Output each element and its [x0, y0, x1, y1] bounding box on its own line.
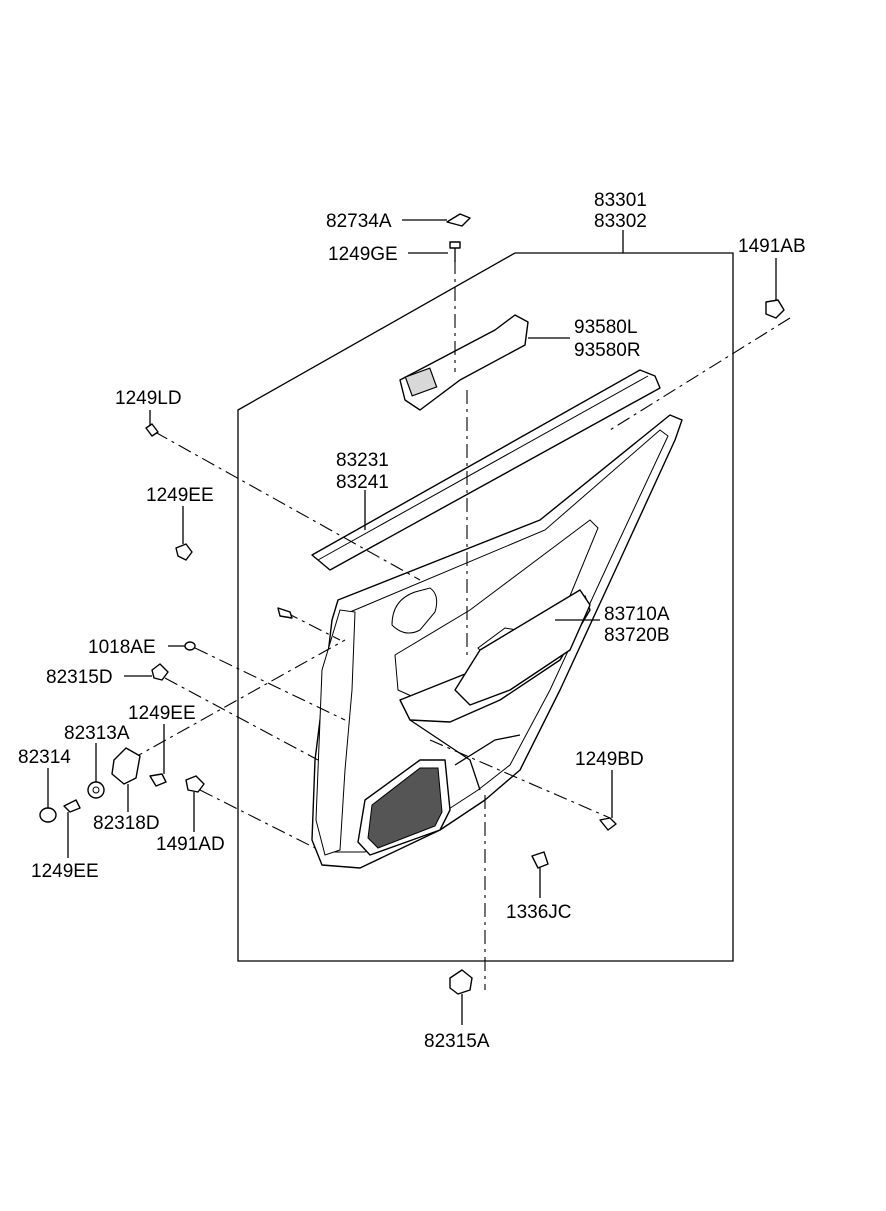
label-93580R: 93580R	[574, 340, 641, 361]
label-82318D: 82318D	[93, 813, 160, 834]
label-82315D: 82315D	[46, 667, 113, 688]
dash-1491AD	[199, 789, 316, 849]
assembly-frame	[237, 252, 734, 962]
label-93580L: 93580L	[574, 317, 637, 338]
label-1336JC: 1336JC	[506, 902, 572, 923]
label-1249GE: 1249GE	[328, 244, 398, 265]
screw-1249BD	[599, 817, 617, 831]
screw-1249EE-bot	[63, 799, 81, 813]
label-83710A: 83710A	[604, 604, 670, 625]
label-1249EE-top: 1249EE	[146, 485, 214, 506]
dash-1249LD	[154, 431, 421, 581]
label-82734A: 82734A	[326, 211, 392, 232]
clip-1491AB	[765, 299, 785, 319]
armrest-cover	[454, 589, 591, 706]
label-1491AB: 1491AB	[738, 236, 806, 257]
label-1249LD: 1249LD	[115, 388, 182, 409]
label-82315A: 82315A	[424, 1031, 490, 1052]
label-1491AD: 1491AD	[156, 834, 225, 855]
label-1018AE: 1018AE	[88, 637, 156, 658]
clip-82315D	[151, 663, 169, 681]
label-83241: 83241	[336, 472, 389, 493]
screw-1249EE-mid	[149, 773, 167, 787]
dash-82315D	[164, 677, 319, 761]
label-83720B: 83720B	[604, 625, 670, 646]
washer-82313A	[87, 781, 105, 799]
label-1249EE-mid: 1249EE	[128, 703, 196, 724]
label-82314: 82314	[18, 747, 71, 768]
clip-82315A	[449, 969, 473, 995]
screw-1018AE	[184, 641, 196, 651]
screw-1249GE	[449, 241, 461, 262]
dash-1491AB	[609, 317, 791, 431]
label-1249BD: 1249BD	[575, 749, 644, 770]
screw-left-panel	[277, 607, 293, 619]
speaker-grille	[367, 767, 443, 849]
power-window-switch	[399, 314, 529, 411]
screw-1249EE-top	[175, 543, 193, 561]
clip-82734A	[446, 213, 471, 227]
dash-1249BD	[429, 739, 611, 819]
label-83301: 83301	[594, 190, 647, 211]
label-83302: 83302	[594, 211, 647, 232]
label-1249EE-bot: 1249EE	[31, 861, 99, 882]
clip-1491AD	[185, 775, 205, 793]
clip-1336JC	[531, 851, 549, 869]
handle-bracket-82318D	[111, 747, 141, 785]
label-83231: 83231	[336, 450, 389, 471]
dash-1018AE	[194, 647, 346, 721]
label-82313A: 82313A	[64, 723, 130, 744]
dash-screw-left	[284, 611, 341, 641]
cap-82314	[39, 807, 57, 823]
weatherstrip	[311, 369, 661, 571]
screw-1249LD	[145, 423, 159, 437]
